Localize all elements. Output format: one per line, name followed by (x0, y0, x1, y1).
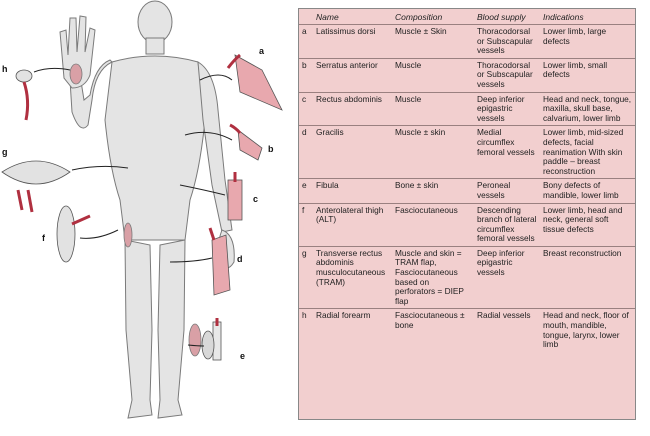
human-body-outline (59, 0, 235, 419)
label-b: b (268, 144, 274, 154)
flap-indications: Lower limb, large defects (540, 24, 635, 59)
flap-composition: Fasciocutaneous (392, 202, 474, 247)
flap-name: Fibula (313, 178, 392, 203)
flap-name: Radial forearm (313, 308, 392, 352)
table-row: d Gracilis Muscle ± skin Medial circumfl… (299, 125, 635, 179)
flap-indications: Lower limb, mid-sized defects, facial re… (540, 125, 635, 179)
row-key: e (299, 178, 313, 203)
table-row: e Fibula Bone ± skin Peroneal vessels Bo… (299, 178, 635, 203)
body-flap-illustration: a b c d e f g h (1, 0, 283, 419)
table-row: h Radial forearm Fasciocutaneous ± bone … (299, 308, 635, 352)
label-c: c (253, 194, 258, 204)
flap-blood-supply: Deep inferior epigastric vessels (474, 245, 540, 309)
flap-blood-supply: Thoracodorsal or Subscapular vessels (474, 24, 540, 59)
row-key: d (299, 125, 313, 179)
flap-composition: Bone ± skin (392, 178, 474, 203)
flap-pieces (1, 53, 283, 361)
row-key: h (299, 308, 313, 352)
flap-name: Anterolateral thigh (ALT) (313, 202, 392, 247)
flap-sites (69, 63, 202, 357)
flap-composition: Fasciocutaneous ± bone (392, 308, 474, 352)
label-f: f (42, 233, 46, 243)
label-g: g (2, 147, 8, 157)
flap-composition: Muscle and skin = TRAM flap, Fasciocutan… (392, 245, 474, 309)
flap-blood-supply: Peroneal vessels (474, 178, 540, 203)
table-row: c Rectus abdominis Muscle Deep inferior … (299, 91, 635, 126)
table-row: g Transverse rectus abdominis musculocut… (299, 245, 635, 309)
flap-indications: Lower limb, head and neck, general soft … (540, 202, 635, 247)
label-a: a (259, 46, 265, 56)
header-indications: Indications (543, 12, 584, 22)
row-key: f (299, 202, 313, 247)
flap-name: Serratus anterior (313, 57, 392, 93)
flap-name: Rectus abdominis (313, 91, 392, 126)
flap-name: Transverse rectus abdominis musculocutan… (313, 245, 392, 309)
flap-table-panel: Name Composition Blood supply Indication… (298, 8, 636, 420)
flap-composition: Muscle ± skin (392, 125, 474, 179)
flap-name: Latissimus dorsi (313, 24, 392, 59)
header-composition: Composition (395, 12, 443, 22)
row-key: b (299, 57, 313, 93)
table-row: f Anterolateral thigh (ALT) Fasciocutane… (299, 202, 635, 247)
flap-indications: Lower limb, small defects (540, 57, 635, 93)
flap-blood-supply: Thoracodorsal or Subscapular vessels (474, 57, 540, 93)
flap-blood-supply: Radial vessels (474, 308, 540, 352)
row-key: c (299, 91, 313, 126)
flap-indications: Bony defects of mandible, lower limb (540, 178, 635, 203)
flap-blood-supply: Medial circumflex femoral vessels (474, 125, 540, 179)
flap-arrows (33, 67, 233, 347)
flap-indications: Head and neck, tongue, maxilla, skull ba… (540, 91, 635, 126)
figure-labels: a b c d e f g h (2, 46, 274, 361)
label-e: e (240, 351, 245, 361)
header-key (299, 9, 313, 25)
table-row: a Latissimus dorsi Muscle ± Skin Thoraco… (299, 24, 635, 59)
flap-table: Name Composition Blood supply Indication… (299, 9, 635, 352)
flap-composition: Muscle ± Skin (392, 24, 474, 59)
flap-name: Gracilis (313, 125, 392, 179)
table-header-row: Name Composition Blood supply Indication… (299, 9, 635, 25)
row-key: g (299, 245, 313, 309)
flap-blood-supply: Descending branch of lateral circumflex … (474, 202, 540, 247)
header-blood-supply: Blood supply (477, 12, 526, 22)
flap-blood-supply: Deep inferior epigastric vessels (474, 91, 540, 126)
row-key: a (299, 24, 313, 59)
flap-composition: Muscle (392, 91, 474, 126)
label-d: d (237, 254, 243, 264)
header-name: Name (316, 12, 339, 22)
table-row: b Serratus anterior Muscle Thoracodorsal… (299, 57, 635, 93)
flap-indications: Head and neck, floor of mouth, mandible,… (540, 308, 635, 352)
anatomy-figure: a b c d e f g h (0, 0, 300, 431)
flap-indications: Breast reconstruction (540, 245, 635, 309)
label-h: h (2, 64, 8, 74)
flap-composition: Muscle (392, 57, 474, 93)
